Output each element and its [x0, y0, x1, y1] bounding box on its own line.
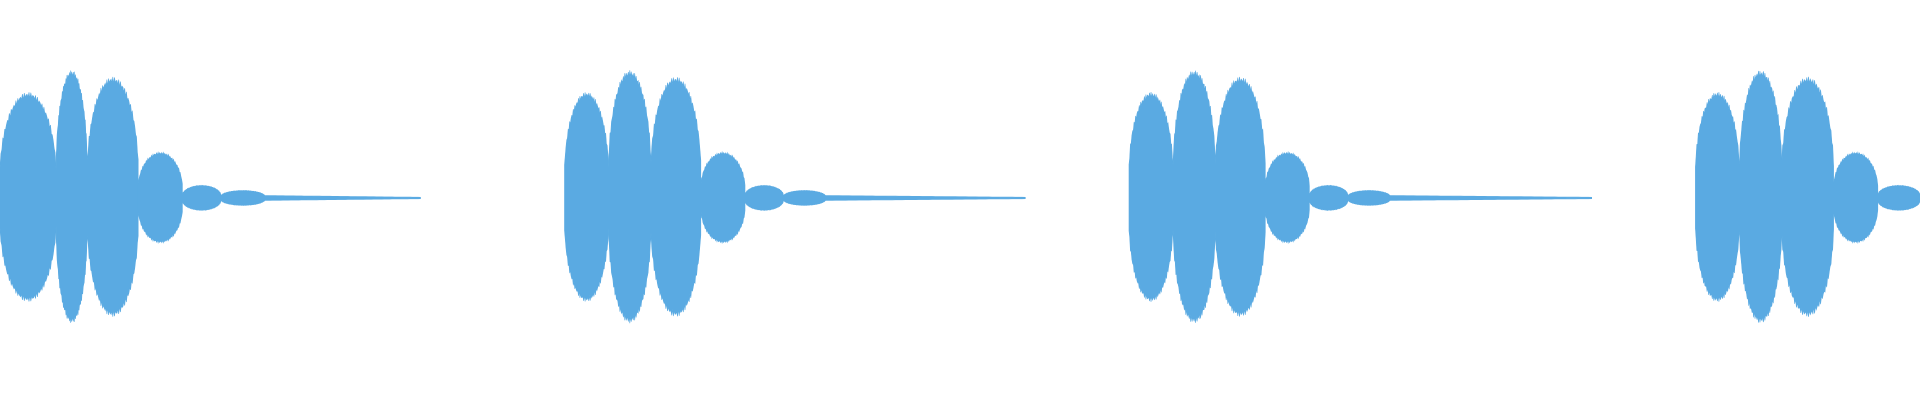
waveform-segment: [1347, 189, 1391, 206]
waveform-segment: [1739, 70, 1783, 323]
waveform-segment: [564, 92, 609, 302]
waveform-segment: [1172, 70, 1216, 323]
waveform-burst: [1695, 70, 1920, 323]
waveform-segment: [1128, 92, 1174, 302]
waveform-segment: [1215, 76, 1266, 317]
waveform-bursts: [0, 70, 1920, 324]
waveform-segment: [608, 70, 652, 324]
waveform-burst: [564, 70, 1026, 324]
waveform-segment: [1265, 150, 1310, 245]
waveform-segment: [1309, 184, 1349, 211]
waveform-segment: [55, 70, 88, 323]
waveform-burst: [0, 70, 421, 323]
waveform-segment: [783, 190, 826, 206]
waveform-segment: [220, 190, 266, 206]
waveform-segment: [1833, 151, 1879, 245]
waveform-segment: [0, 92, 57, 302]
waveform-segment: [1781, 76, 1834, 317]
waveform-segment: [744, 184, 784, 211]
waveform-segment: [137, 151, 183, 245]
waveform-segment: [650, 77, 702, 317]
waveform-segment: [87, 76, 139, 317]
waveform-segment: [1389, 195, 1592, 201]
waveform-segment: [1877, 184, 1920, 211]
waveform-burst: [1128, 70, 1592, 323]
waveform-segment: [264, 195, 421, 201]
waveform-segment: [1695, 92, 1740, 302]
waveform-segment: [182, 184, 222, 211]
waveform-segment: [700, 150, 746, 245]
waveform-segment: [825, 195, 1026, 201]
